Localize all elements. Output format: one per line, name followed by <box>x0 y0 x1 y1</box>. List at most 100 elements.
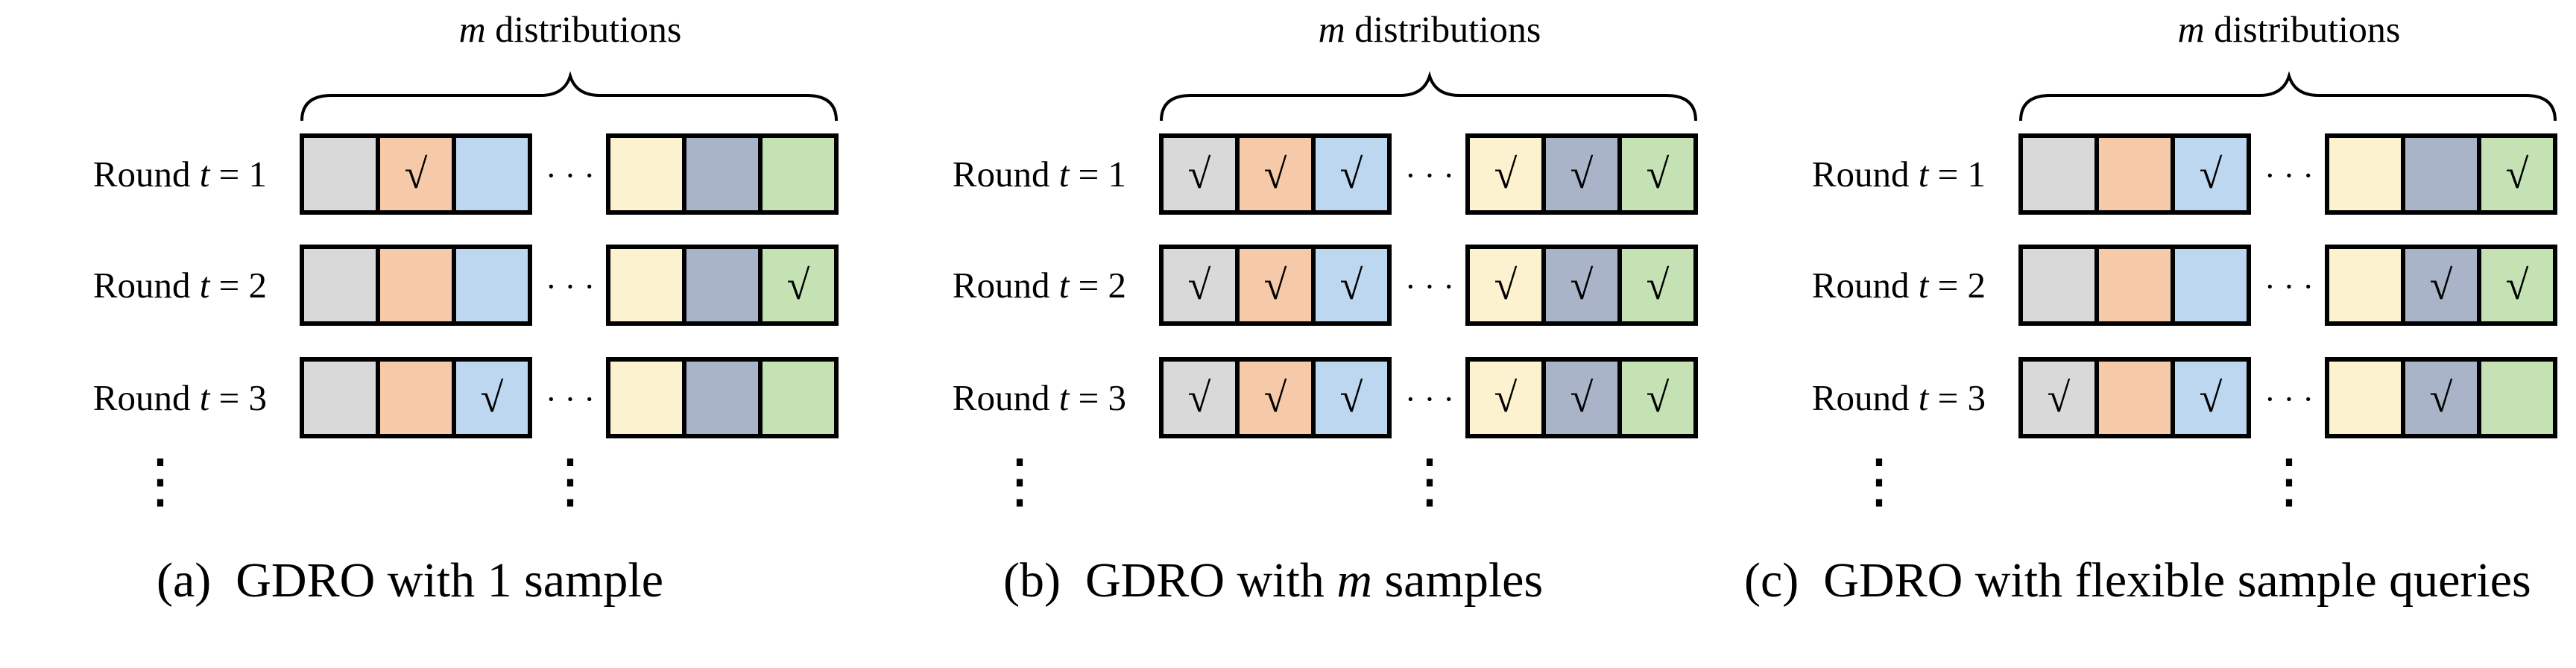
header-variable: m <box>459 8 486 50</box>
round-label: Round t = 1 <box>953 154 1126 195</box>
distribution-cell-2 <box>376 245 456 326</box>
panel-header: m distributions <box>1319 8 1541 50</box>
distribution-cell-4 <box>1465 357 1546 438</box>
vertical-ellipsis-cells: ⋮ <box>1400 449 1459 514</box>
distribution-cell-3 <box>452 133 532 215</box>
distribution-cell-1 <box>1159 357 1240 438</box>
distribution-cell-1 <box>300 245 380 326</box>
check-mark-icon: √ <box>1647 151 1670 198</box>
distribution-cell-6 <box>758 357 839 438</box>
check-mark-icon: √ <box>787 262 810 309</box>
round-label-prefix: Round <box>93 265 200 306</box>
distribution-cell-6 <box>758 245 839 326</box>
check-mark-icon: √ <box>1570 375 1594 421</box>
horizontal-ellipsis: · · · <box>1405 157 1454 194</box>
round-label: Round t = 1 <box>93 154 267 195</box>
check-mark-icon: √ <box>2506 151 2529 198</box>
round-label: Round t = 1 <box>1812 154 1986 195</box>
check-mark-icon: √ <box>1570 262 1594 309</box>
round-variable: t <box>1919 154 1930 195</box>
round-row-2: Round t = 2 √ √ · · · <box>1812 245 2557 326</box>
round-label: Round t = 3 <box>1812 377 1986 418</box>
check-mark-icon: √ <box>2430 262 2453 309</box>
distribution-cell-1 <box>300 357 380 438</box>
round-label: Round t = 2 <box>953 265 1126 306</box>
panel-header: m distributions <box>459 8 682 50</box>
caption-text: GDRO with 1 sample <box>236 553 663 608</box>
round-label: Round t = 3 <box>93 377 267 418</box>
distribution-cell-3 <box>452 245 532 326</box>
header-text: distributions <box>1345 8 1541 50</box>
round-label-prefix: Round <box>93 154 200 195</box>
distribution-cell-5 <box>1541 133 1622 215</box>
distribution-cell-1 <box>2018 245 2099 326</box>
panel-header: m distributions <box>2178 8 2401 50</box>
round-row-1: Round t = 1√√√√√√· · · <box>953 133 1698 215</box>
check-mark-icon: √ <box>1647 262 1670 309</box>
check-mark-icon: √ <box>1188 151 1211 198</box>
caption-spacer <box>1799 553 1823 608</box>
header-variable: m <box>2178 8 2205 50</box>
header-variable: m <box>1319 8 1345 50</box>
caption-text: GDRO with flexible sample queries <box>1823 553 2531 608</box>
distribution-cell-4 <box>2325 245 2405 326</box>
check-mark-icon: √ <box>2506 262 2529 309</box>
distribution-cell-1 <box>1159 245 1240 326</box>
distribution-cell-3 <box>1311 245 1392 326</box>
horizontal-ellipsis: · · · <box>2264 381 2314 418</box>
round-row-1: Round t = 1 √ · · · <box>93 133 839 215</box>
distribution-cell-2 <box>2094 357 2175 438</box>
round-row-3: Round t = 3√· · · <box>93 357 839 438</box>
distribution-cell-4 <box>1465 133 1546 215</box>
check-mark-icon: √ <box>1340 262 1363 309</box>
distribution-cell-2 <box>2094 133 2175 215</box>
horizontal-ellipsis: · · · <box>546 381 595 418</box>
check-mark-icon: √ <box>1494 151 1518 198</box>
horizontal-ellipsis: · · · <box>2264 268 2314 305</box>
round-row-3: Round t = 3√√√· · · <box>1812 357 2557 438</box>
distribution-cell-4 <box>606 357 686 438</box>
round-row-2: Round t = 2√· · · <box>93 245 839 326</box>
distribution-cell-6 <box>1617 245 1698 326</box>
check-mark-icon: √ <box>2048 375 2071 421</box>
header-text: distributions <box>486 8 682 50</box>
round-label-prefix: Round <box>93 377 200 418</box>
check-mark-icon: √ <box>405 151 428 198</box>
distribution-cell-5 <box>2401 133 2481 215</box>
distribution-cell-6 <box>1617 357 1698 438</box>
round-label: Round t = 3 <box>953 377 1126 418</box>
distribution-cell-5 <box>2401 357 2481 438</box>
check-mark-icon: √ <box>1264 262 1287 309</box>
check-mark-icon: √ <box>1264 151 1287 198</box>
round-label: Round t = 2 <box>1812 265 1986 306</box>
distribution-cell-6 <box>2477 357 2557 438</box>
round-number: = 2 <box>209 265 267 306</box>
round-label: Round t = 2 <box>93 265 267 306</box>
round-number: = 2 <box>1069 265 1126 306</box>
check-mark-icon: √ <box>1340 375 1363 421</box>
distribution-cell-1 <box>2018 133 2099 215</box>
vertical-ellipsis-labels: ⋮ <box>990 449 1049 514</box>
horizontal-ellipsis: · · · <box>1405 268 1454 305</box>
distribution-cell-6 <box>1617 133 1698 215</box>
distribution-cell-6 <box>2477 133 2557 215</box>
round-row-2: Round t = 2√√√√√√· · · <box>953 245 1698 326</box>
round-label-prefix: Round <box>953 377 1059 418</box>
round-number: = 3 <box>1069 377 1126 418</box>
distribution-cell-3 <box>2171 245 2251 326</box>
horizontal-ellipsis: · · · <box>546 157 595 194</box>
caption-text-end: samples <box>1372 553 1543 608</box>
check-mark-icon: √ <box>2200 375 2223 421</box>
caption-tag: (c) <box>1744 553 1799 608</box>
vertical-ellipsis-labels: ⋮ <box>1849 449 1909 514</box>
round-label-prefix: Round <box>953 265 1059 306</box>
round-variable: t <box>200 154 211 195</box>
check-mark-icon: √ <box>1340 151 1363 198</box>
round-row-3: Round t = 3√√√√√√· · · <box>953 357 1698 438</box>
curly-brace <box>2019 71 2557 122</box>
round-variable: t <box>1919 265 1930 306</box>
distribution-cell-4 <box>606 133 686 215</box>
